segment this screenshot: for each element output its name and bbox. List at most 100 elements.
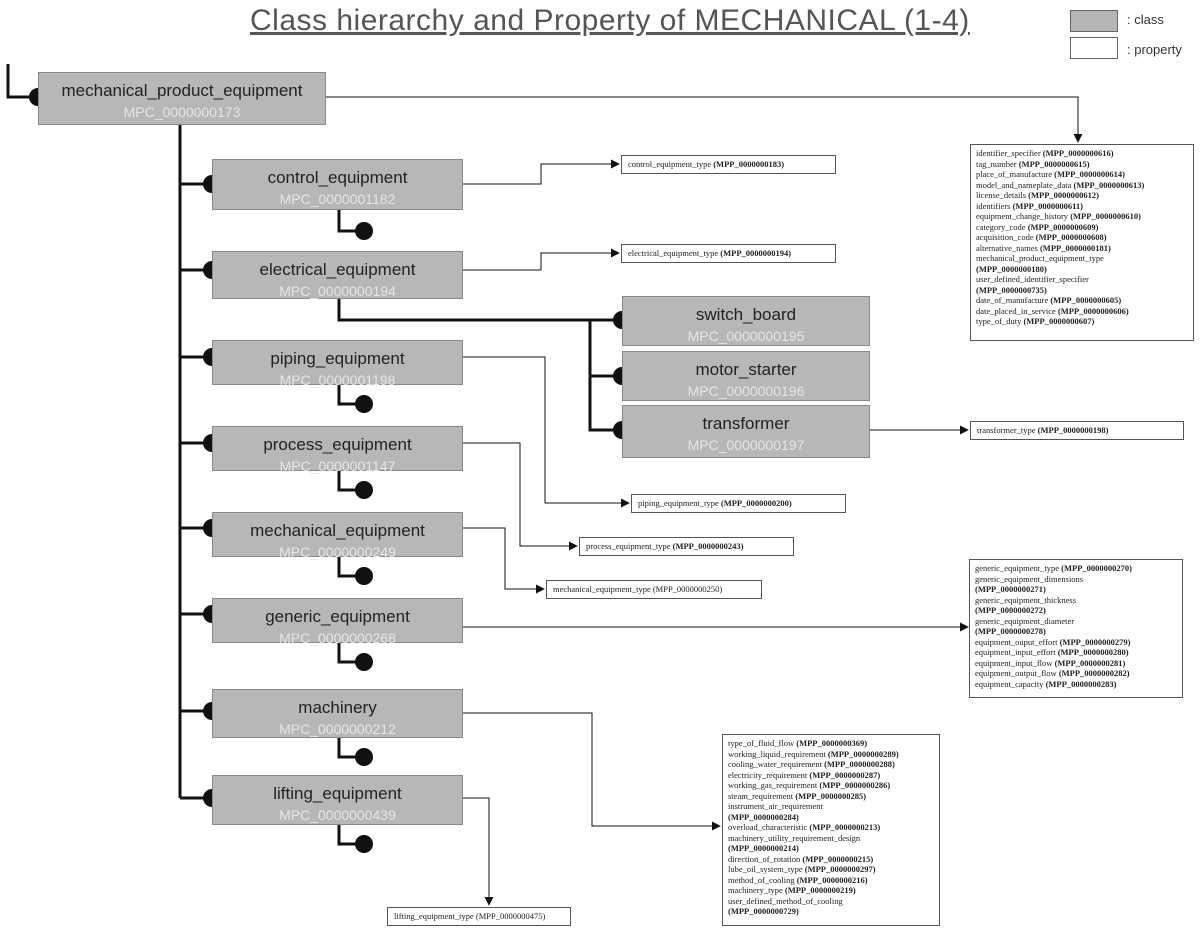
property-id: (MPP_0000000606) (1057, 305, 1129, 316)
property-name: process_equipment_type (586, 541, 671, 551)
property-id: (MPP_0000000180) (976, 263, 1047, 274)
property-id: (MPP_0000000611) (1012, 200, 1083, 211)
property-id: (MPP_0000000280) (1057, 647, 1129, 657)
property-id: (MPP_0000000183) (713, 159, 785, 169)
property-line: model_and_nameplate_data (MPP_0000000613… (976, 180, 1188, 191)
property-name: mechanical_product_equipment_type (976, 253, 1104, 263)
property-name: mechanical_equipment_type (553, 584, 651, 594)
property-name: tag_number (976, 158, 1017, 169)
class-id: MPC_0000001198 (279, 372, 396, 388)
property-name: working_liquid_requirement (728, 748, 826, 759)
legend-property-swatch (1070, 37, 1118, 59)
property-id: (MPP_0000000729) (728, 906, 799, 916)
property-line: license_details (MPP_0000000612) (976, 190, 1188, 201)
property-line: working_gas_requirement (MPP_0000000286) (728, 780, 934, 791)
class-piping-equipment: piping_equipment MPC_0000001198 (212, 340, 463, 388)
property-id: (MPP_0000000271) (975, 584, 1046, 594)
property-line: identifier_specifier (MPP_0000000616) (976, 148, 1188, 159)
property-line: (MPP_0000000272) (975, 605, 1177, 616)
property-line: user_defined_identifier_specifier (976, 274, 1188, 285)
property-id: (MPP_0000000283) (1045, 678, 1117, 689)
property-line: cooling_water_requirement (MPP_000000028… (728, 759, 934, 770)
property-line: place_of_manufacture (MPP_0000000614) (976, 169, 1188, 180)
property-name: electricity_requirement (728, 769, 808, 780)
property-line: generic_equipment_dimensions (975, 574, 1177, 585)
property-id: (MPP_0000000219) (784, 885, 856, 895)
property-id: (MPP_0000000608) (1035, 232, 1107, 242)
property-line: type_of_duty (MPP_0000000607) (976, 316, 1188, 327)
class-id: MPC_0000000196 (687, 383, 805, 399)
property-id: (MPP_0000000194) (720, 248, 792, 258)
property-id: (MPP_0000000616) (1042, 148, 1114, 158)
class-name: lifting_equipment (273, 784, 402, 803)
class-lifting-equipment: lifting_equipment MPC_0000000439 (212, 775, 463, 825)
property-line: (MPP_0000000284) (728, 812, 934, 823)
property-line: (MPP_0000000214) (728, 843, 934, 854)
class-id: MPC_0000000194 (279, 283, 396, 299)
property-line: electricity_requirement (MPP_0000000287) (728, 770, 934, 781)
property-name: equipment_output_flow (975, 668, 1057, 678)
property-name: direction_of_rotation (728, 853, 801, 864)
property-line: steam_requirement (MPP_0000000285) (728, 791, 934, 802)
class-id: MPC_0000000173 (123, 104, 241, 120)
property-line: date_placed_in_service (MPP_0000000606) (976, 306, 1188, 317)
property-line: equipment_change_history (MPP_0000000610… (976, 211, 1188, 222)
property-name: type_of_fluid_flow (728, 738, 795, 748)
property-name: cooling_water_requirement (728, 759, 822, 769)
page-title: Class hierarchy and Property of MECHANIC… (250, 4, 970, 37)
property-id: (MPP_0000000284) (728, 811, 799, 822)
property-id: (MPP_0000000216) (796, 874, 868, 885)
property-line: equipment_capacity (MPP_0000000283) (975, 679, 1177, 690)
property-id: (MPP_0000000287) (809, 769, 881, 780)
property-name: place_of_manufacture (976, 169, 1052, 179)
property-id: (MPP_0000000612) (1028, 190, 1099, 200)
property-line: equipment_output_flow (MPP_0000000282) (975, 668, 1177, 679)
property-name: type_of_duty (976, 316, 1022, 326)
property-id: (MPP_0000000214) (728, 843, 799, 853)
property-id: (MPP_0000000181) (1039, 242, 1111, 253)
class-mechanical-product-equipment: mechanical_product_equipment MPC_0000000… (38, 72, 326, 125)
property-list-generic-equipment: generic_equipment_type (MPP_0000000270)g… (969, 559, 1183, 698)
class-id: MPC_0000000195 (687, 328, 805, 344)
legend-class-label: : class (1127, 12, 1164, 27)
property-name: equipment_change_history (976, 211, 1069, 221)
class-id: MPC_0000000268 (279, 630, 396, 646)
property-line: generic_equipment_type (MPP_0000000270) (975, 563, 1177, 574)
property-name: generic_equipment_dimensions (975, 573, 1084, 584)
property-line: equipment_input_effort (MPP_0000000280) (975, 647, 1177, 658)
property-id: (MPP_0000000270) (1061, 563, 1132, 573)
property-line: overload_characteristic (MPP_0000000213) (728, 822, 934, 833)
property-name: date_placed_in_service (976, 305, 1056, 316)
class-id: MPC_0000000249 (279, 544, 396, 560)
property-list-mechanical-product-equipment: identifier_specifier (MPP_0000000616)tag… (970, 144, 1194, 341)
property-line: working_liquid_requirement (MPP_00000002… (728, 749, 934, 760)
property-id: (MPP_0000000369) (796, 738, 868, 748)
property-name: electrical_equipment_type (628, 248, 719, 258)
property-id: (MPP_0000000285) (795, 790, 867, 801)
property-id: (MPP_0000000200) (720, 498, 792, 508)
property-name: category_code (976, 221, 1026, 232)
class-name: mechanical_equipment (250, 521, 425, 540)
property-line: alternative_names (MPP_0000000181) (976, 243, 1188, 254)
property-line: (MPP_0000000271) (975, 584, 1177, 595)
property-id: (MPP_0000000278) (975, 626, 1046, 636)
property-name: identifier_specifier (976, 148, 1041, 158)
property-name: working_gas_requirement (728, 780, 818, 790)
property-line: (MPP_0000000180) (976, 264, 1188, 275)
property-line: method_of_cooling (MPP_0000000216) (728, 875, 934, 886)
property-line: generic_equipment_diameter (975, 616, 1177, 627)
property-name: identifiers (976, 200, 1011, 211)
property-id: (MPP_0000000281) (1054, 657, 1126, 668)
property-name: piping_equipment_type (638, 498, 719, 508)
class-generic-equipment: generic_equipment MPC_0000000268 (212, 598, 463, 646)
property-line: type_of_fluid_flow (MPP_0000000369) (728, 738, 934, 749)
property-name: method_of_cooling (728, 874, 795, 885)
property-name: user_defined_identifier_specifier (976, 274, 1089, 284)
property-name: acquisition_code (976, 232, 1034, 242)
property-name: machinery_type (728, 885, 783, 895)
class-motor-starter: motor_starter MPC_0000000196 (622, 351, 870, 401)
property-control-equipment-type: control_equipment_type (MPP_0000000183) (621, 155, 836, 174)
property-id: (MPP_0000000614) (1054, 169, 1125, 179)
property-lifting-equipment-type: lifting_equipment_type (MPP_0000000475) (387, 907, 571, 926)
property-name: steam_requirement (728, 790, 794, 801)
